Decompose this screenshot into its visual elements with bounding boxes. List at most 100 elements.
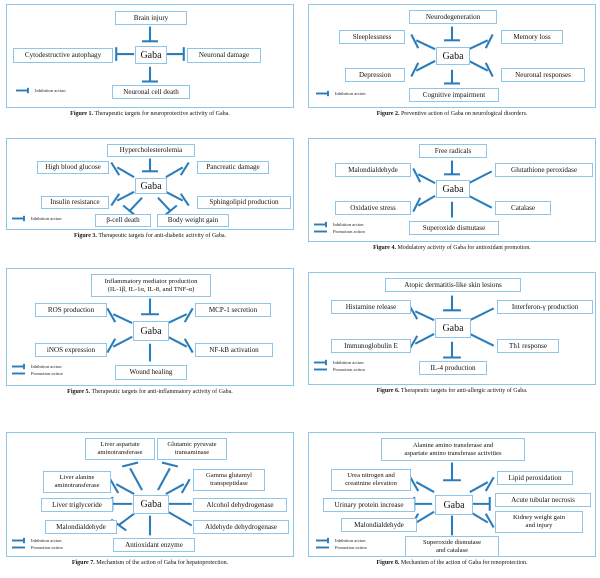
- legend-row-inhibition: Inhibition action: [11, 215, 62, 222]
- figure-2-legend: Inhibition action: [315, 90, 366, 97]
- node-label: Glutamic pyruvate transaminase: [167, 441, 217, 456]
- figure-1-node-3: Neuronal cell death: [112, 85, 190, 99]
- figure-4: Free radicals Malondialdehyde Glutathion…: [308, 138, 596, 253]
- figure-8-node-0: Alanine amino transferase and aspartate …: [381, 438, 525, 461]
- legend-label: Inhibition action: [335, 91, 366, 96]
- figure-4-caption-text: Modulatory activity of Gaba for antioxid…: [397, 245, 531, 251]
- figure-7-node-3: Gamma glutamyl transpeptidase: [193, 469, 265, 491]
- node-label: Wound healing: [129, 368, 173, 377]
- figure-4-connectors: [412, 160, 493, 218]
- node-label: Hypercholesterolemia: [119, 146, 183, 155]
- figure-3-node-4: Sphingolipid production: [197, 196, 291, 209]
- figure-6: Atopic dermatitis-like skin lesions Hist…: [308, 272, 596, 396]
- figure-4-number: Figure 4.: [373, 245, 396, 251]
- figure-3-caption-text: Therapeutic targets for anti-diabetic ac…: [98, 233, 226, 239]
- node-label: Sleeplessness: [352, 32, 392, 41]
- figure-1-node-1: Cytodestructive autophagy: [13, 48, 113, 63]
- node-label: Inflammatory mediator production (IL-1β,…: [104, 277, 198, 293]
- legend-row-promotion: Promotion action: [11, 370, 63, 377]
- node-label: NF-kB activation: [209, 345, 259, 354]
- legend-row-inhibition: Inhibition action: [315, 537, 367, 544]
- figure-6-caption: Figure 6. Therapeutic targets for anti-a…: [308, 388, 596, 396]
- node-label: Neurodegeneration: [425, 12, 481, 21]
- node-label: Atopic dermatitis-like skin lesions: [404, 280, 502, 289]
- figure-7-node-7: Aldehyde dehydrogenase: [193, 520, 289, 534]
- node-label: Neuronal cell death: [123, 87, 179, 96]
- inhibition-icon: [16, 87, 29, 94]
- figure-6-panel: Atopic dermatitis-like skin lesions Hist…: [308, 272, 596, 385]
- center-label: Gaba: [443, 499, 465, 511]
- node-label: IL-4 production: [430, 363, 476, 372]
- figure-4-caption: Figure 4. Modulatory activity of Gaba fo…: [308, 245, 596, 253]
- figure-5-node-0: Inflammatory mediator production (IL-1β,…: [91, 274, 211, 297]
- figure-6-node-2: Interferon-γ production: [497, 300, 593, 314]
- legend-row-inhibition: Inhibition action: [11, 363, 63, 370]
- figure-4-legend: Inhibition action Promotion action: [313, 221, 365, 235]
- figure-5-node-2: MCP-1 secretion: [195, 303, 271, 317]
- figure-5: Inflammatory mediator production (IL-1β,…: [6, 268, 294, 397]
- figure-4-node-0: Free radicals: [419, 144, 487, 158]
- center-label: Gaba: [140, 180, 162, 192]
- figure-5-node-5: Wound healing: [115, 365, 187, 380]
- figure-8-node-5: Malondialdehyde: [341, 518, 417, 532]
- figure-6-number: Figure 6.: [376, 388, 400, 394]
- figure-6-node-3: Immunoglobulin E: [331, 339, 411, 353]
- figure-6-legend: Inhibition action Promotion action: [313, 359, 365, 373]
- figure-1-caption-text: Therapeutic targets for neuroprotective …: [94, 111, 230, 117]
- node-label: iNOS expression: [46, 345, 96, 354]
- legend-label: Promotion action: [333, 229, 365, 234]
- center-label: Gaba: [442, 322, 464, 334]
- node-label: Body weight gain: [167, 216, 219, 225]
- legend-row-inhibition: Inhibition action: [11, 537, 63, 544]
- figure-1-caption: Figure 1. Therapeutic targets for neurop…: [6, 111, 294, 119]
- figure-3-node-1: High blood glucose: [37, 161, 109, 174]
- figure-3-number: Figure 3.: [74, 233, 97, 239]
- node-label: MCP-1 secretion: [208, 305, 258, 314]
- figure-2-node-2: Memory loss: [501, 30, 563, 44]
- node-label: Lipid peroxidation: [508, 473, 562, 482]
- center-label: Gaba: [140, 49, 162, 61]
- promotion-icon: [12, 546, 25, 549]
- figure-7-caption-text: Mechanism of the action of Gaba for hepa…: [96, 560, 229, 566]
- figure-3-caption: Figure 3. Therapeutic targets for anti-d…: [6, 233, 294, 241]
- node-label: Liver alanine aminotransferase: [54, 474, 100, 489]
- figure-3-node-2: Pancreatic damage: [197, 161, 269, 174]
- legend-row-promotion: Promotion action: [313, 228, 365, 235]
- legend-label: Inhibition action: [333, 360, 364, 365]
- figure-3: Hypercholesterolemia High blood glucose …: [6, 138, 294, 241]
- node-label: Gamma glutamyl transpeptidase: [206, 472, 252, 487]
- figure-6-node-1: Histamine release: [331, 300, 411, 314]
- figure-2-node-4: Neuronal responses: [501, 68, 585, 82]
- node-label: Cytodestructive autophagy: [24, 51, 102, 60]
- node-label: Neuronal responses: [515, 70, 571, 79]
- figure-8-node-1: Urea nitrogen and creatinine elevation: [331, 469, 411, 491]
- node-label: Cognitive impairment: [422, 90, 486, 99]
- node-label: Sphingolipid production: [209, 198, 279, 207]
- figure-2-caption-text: Preventive action of Gaba on neurologica…: [400, 111, 528, 117]
- node-label: Liver triglyceride: [52, 500, 102, 509]
- figure-8-caption: Figure 8. Mechanism of the action of Gab…: [308, 560, 596, 568]
- figure-1-center: Gaba: [135, 46, 167, 64]
- figure-5-legend: Inhibition action Promotion action: [11, 363, 63, 377]
- figure-3-connectors: [110, 158, 190, 217]
- figure-1-node-0: Brain injury: [115, 11, 187, 25]
- figure-4-node-3: Oxidative stress: [335, 201, 411, 215]
- inhibition-icon: [12, 215, 25, 222]
- figure-7-node-8: Antioxidant enzyme: [113, 538, 195, 552]
- figure-5-number: Figure 5.: [67, 389, 91, 395]
- center-label: Gaba: [140, 325, 162, 337]
- node-label: Memory loss: [513, 32, 551, 41]
- figure-4-node-4: Catalase: [495, 201, 551, 215]
- figure-6-caption-text: Therapeutic targets for anti-allergic ac…: [400, 388, 528, 394]
- inhibition-icon: [314, 359, 327, 366]
- promotion-icon: [316, 546, 329, 549]
- figure-7-legend: Inhibition action Promotion action: [11, 537, 63, 551]
- node-label: Th1 response: [508, 341, 548, 350]
- promotion-icon: [314, 368, 327, 371]
- figure-5-caption: Figure 5. Therapeutic targets for anti-i…: [6, 389, 294, 397]
- legend-label: Inhibition action: [31, 216, 62, 221]
- figure-1: Brain injury Cytodestructive autophagy G…: [6, 4, 294, 119]
- legend-label: Promotion action: [31, 371, 63, 376]
- figure-8-center: Gaba: [435, 495, 473, 515]
- node-label: Depression: [359, 70, 391, 79]
